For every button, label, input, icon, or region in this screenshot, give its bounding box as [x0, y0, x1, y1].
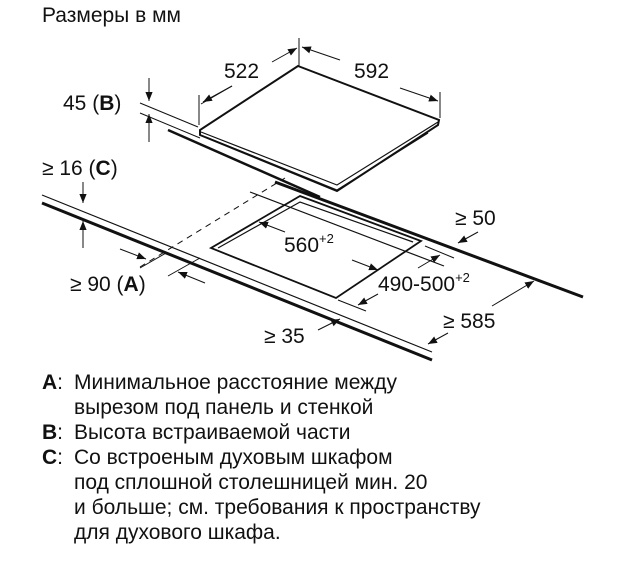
dim-35-label: ≥ 35 [264, 325, 305, 348]
cutout-outline [208, 195, 423, 300]
dim-585 [427, 280, 535, 345]
diagram-title: Размеры в мм [42, 4, 181, 27]
hob-outline [199, 64, 441, 193]
legend-key-a: A [42, 371, 58, 394]
legend: A: Минимальное расстояние между вырезом … [42, 370, 481, 545]
legend-item-c: C: Со встроеным духовым шкафом [42, 446, 393, 469]
legend-text-b-line1: Высота встраиваемой части [74, 421, 351, 444]
dim-560 [258, 221, 379, 271]
legend-text-a-line1: Минимальное расстояние между [74, 371, 397, 394]
dim-560-label: 560+2 [284, 231, 334, 257]
legend-text-a-line2: вырезом под панель и стенкой [74, 396, 374, 419]
legend-text-c-line3: и больше; см. требования к пространству [74, 496, 481, 519]
dim-90-a [119, 248, 206, 284]
dim-522 [198, 38, 300, 125]
dim-35 [317, 318, 341, 331]
dim-45-b-label: 45 (B) [63, 92, 121, 115]
legend-key-c: C [42, 446, 58, 469]
legend-text-c-line2: под сплошной столешницей мин. 20 [74, 471, 428, 494]
dim-16-c-label: ≥ 16 (C) [42, 157, 118, 180]
dim-490-500 [337, 245, 455, 312]
legend-key-b: B [42, 421, 58, 444]
dim-490-500-label: 490-500+2 [378, 270, 470, 296]
dim-522-label: 522 [224, 60, 259, 83]
dim-50 [457, 231, 479, 244]
legend-item-a: A: Минимальное расстояние между [42, 371, 397, 394]
legend-text-c-line1: Со встроеным духовым шкафом [74, 446, 393, 469]
hob-dimensions-diagram: 522 592 45 (B) ≥ 16 (C) ≥ 90 (A) 560+2 4… [41, 38, 584, 362]
legend-text-c-line4: для духового шкафа. [74, 521, 281, 544]
dim-592-label: 592 [354, 60, 389, 83]
dim-585-label: ≥ 585 [443, 310, 495, 333]
legend-item-b: B: Высота встраиваемой части [42, 421, 351, 444]
countertop-edges [41, 180, 584, 362]
dim-90-a-label: ≥ 90 (A) [70, 273, 146, 296]
dim-50-label: ≥ 50 [455, 207, 496, 230]
dim-592 [301, 46, 441, 118]
